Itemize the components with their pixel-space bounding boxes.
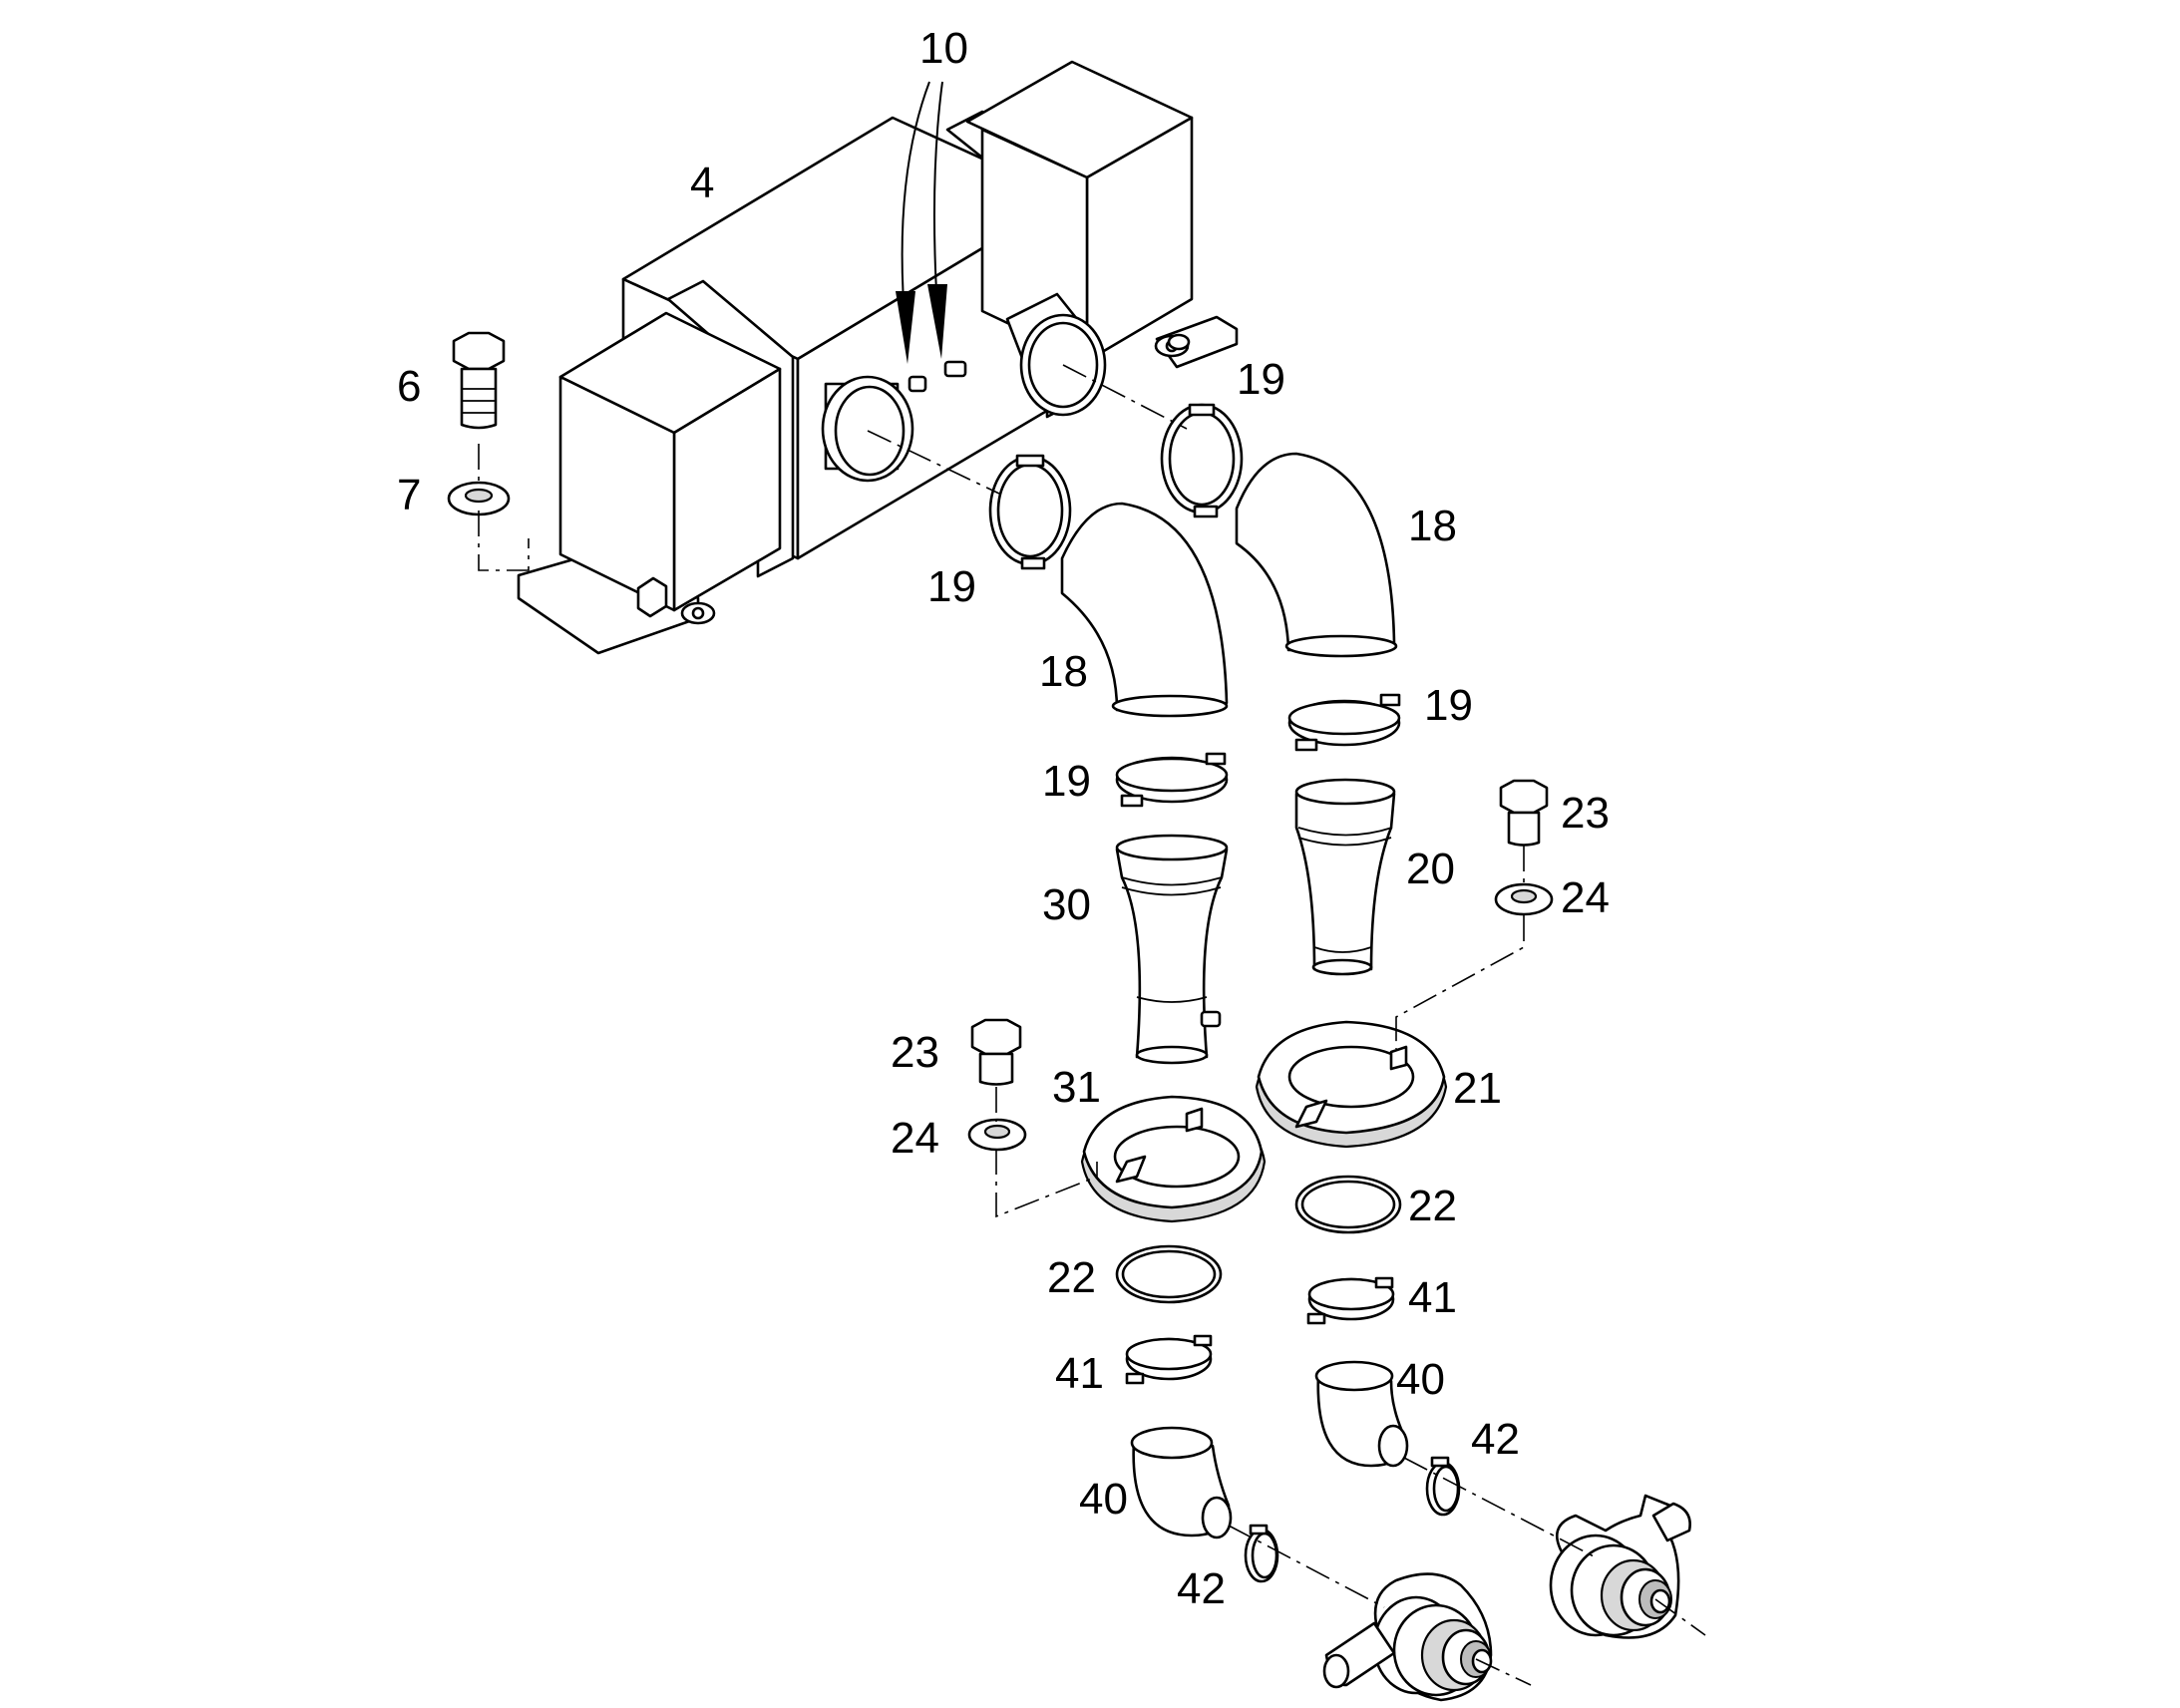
- callout-41-right: 41: [1408, 1273, 1457, 1322]
- clamp-42-right: [1425, 1456, 1461, 1517]
- clamp-19-lower-right: [1287, 693, 1401, 752]
- callout-labels: 4 6 7 10 19 18 19 18 19 19 23 20 24 30 2…: [397, 24, 1610, 1613]
- callout-19-upper-left: 19: [927, 562, 976, 611]
- bolt-6: [452, 331, 506, 430]
- elbow-40-left: [1130, 1426, 1233, 1539]
- callout-18-right: 18: [1408, 502, 1457, 550]
- callout-19-lower-left: 19: [1042, 757, 1091, 806]
- seal-22-right: [1294, 1175, 1402, 1234]
- split-flange-31: [1080, 1095, 1267, 1223]
- callout-21: 21: [1453, 1064, 1502, 1113]
- callout-41-left: 41: [1055, 1349, 1104, 1398]
- callout-24-left: 24: [891, 1114, 939, 1163]
- bolt-23-left: [970, 1018, 1022, 1086]
- callout-23-right: 23: [1561, 789, 1610, 838]
- callout-20: 20: [1406, 845, 1455, 893]
- v-clamp-41-left: [1125, 1334, 1213, 1385]
- callout-40-right: 40: [1396, 1355, 1445, 1404]
- callout-24-right: 24: [1561, 873, 1610, 922]
- callout-30: 30: [1042, 880, 1091, 929]
- seal-22-left: [1115, 1244, 1223, 1304]
- turbocharger-right: [1549, 1494, 1691, 1639]
- callout-6: 6: [397, 362, 421, 411]
- callout-19-lower-right: 19: [1424, 681, 1473, 730]
- washer-24-right: [1494, 882, 1554, 916]
- duct-20: [1294, 778, 1396, 976]
- washer-24-left: [967, 1118, 1027, 1152]
- callout-31: 31: [1052, 1063, 1101, 1112]
- callout-42-right: 42: [1471, 1415, 1520, 1464]
- callout-4: 4: [690, 159, 714, 207]
- callout-18-left: 18: [1039, 647, 1088, 696]
- callout-42-left: 42: [1177, 1564, 1226, 1613]
- clamp-19-lower-left: [1115, 752, 1229, 808]
- clamp-19-upper-right: [1160, 403, 1244, 518]
- split-flange-21: [1255, 1020, 1448, 1149]
- v-clamp-41-right: [1306, 1276, 1395, 1325]
- callout-19-upper-right: 19: [1237, 355, 1285, 404]
- duct-30: [1115, 834, 1229, 1065]
- elbow-18-left: [1060, 502, 1229, 718]
- callout-10-leader-arrows: [896, 81, 947, 364]
- turbocharger-left: [1322, 1572, 1493, 1702]
- callout-22-right: 22: [1408, 1182, 1457, 1230]
- clamp-19-upper-left: [988, 454, 1072, 570]
- air-cleaner-housing: [517, 60, 1239, 655]
- callout-22-left: 22: [1047, 1253, 1096, 1302]
- callout-40-left: 40: [1079, 1475, 1128, 1524]
- callout-23-left: 23: [891, 1028, 939, 1077]
- bolt-23-right: [1499, 779, 1549, 847]
- elbow-18-right: [1235, 452, 1398, 658]
- callout-7: 7: [397, 471, 421, 519]
- clamp-42-left: [1244, 1524, 1279, 1583]
- washer-7: [447, 481, 511, 516]
- callout-10: 10: [919, 24, 968, 73]
- elbow-40-right: [1314, 1360, 1409, 1468]
- assembly-centerlines: [478, 364, 1706, 1686]
